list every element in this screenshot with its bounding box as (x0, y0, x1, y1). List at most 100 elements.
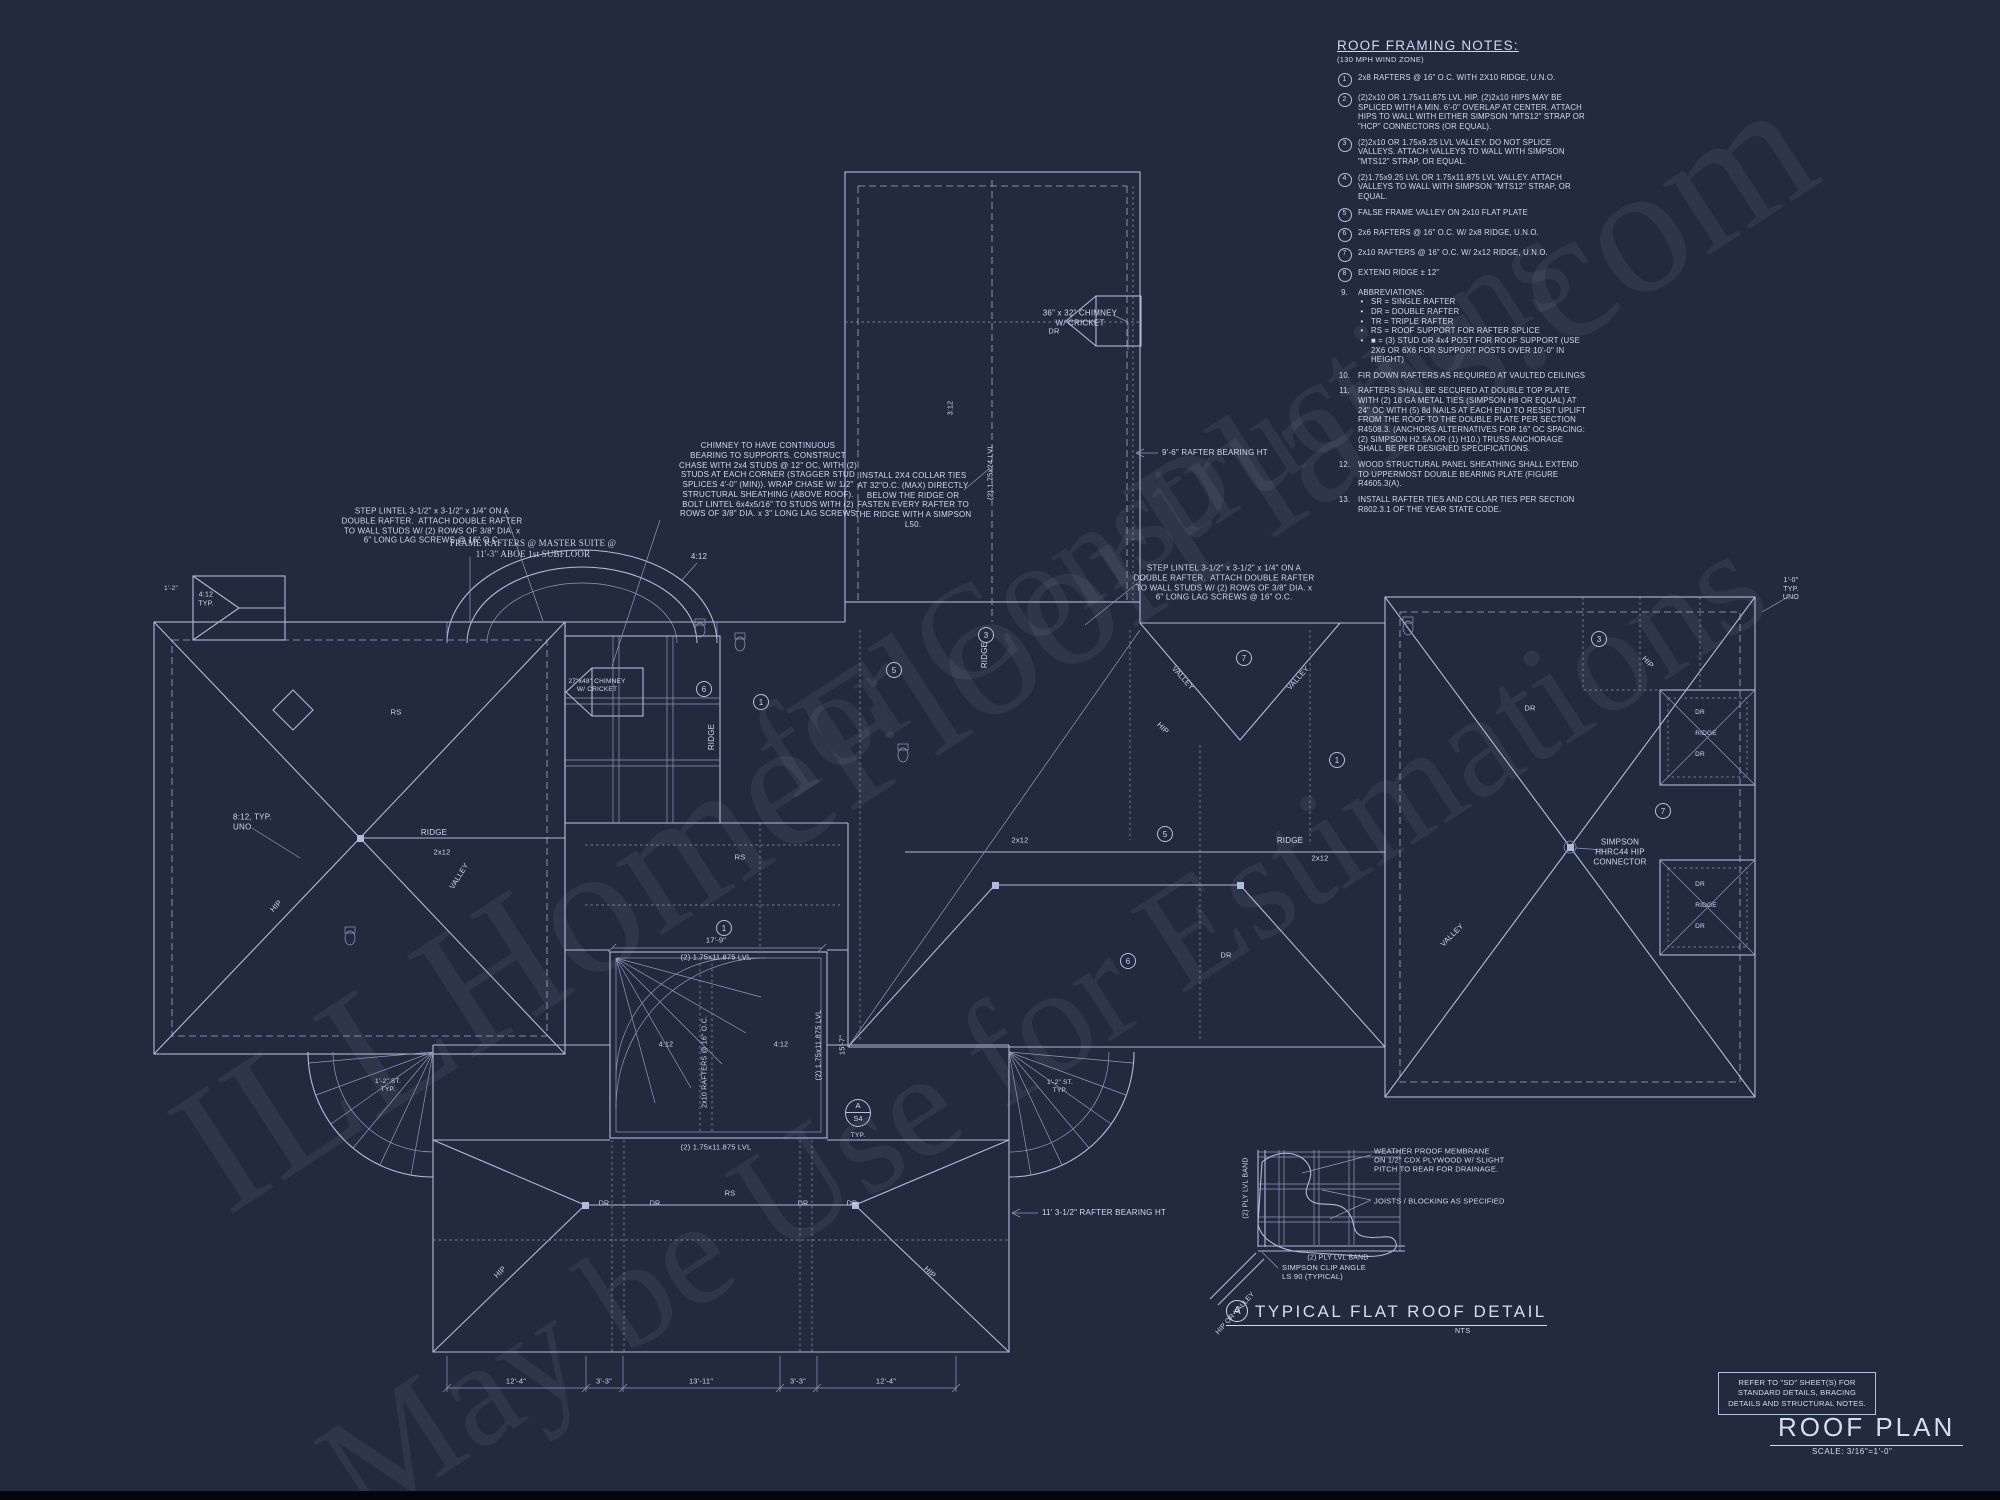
label-typ-st-right: 1'-2" ST. TYP. (1047, 1079, 1073, 1094)
keynote-ref-6: 6 (1120, 953, 1136, 969)
detail-marker-sheet: S4 (853, 1114, 863, 1123)
keynote-ref-3: 3 (1591, 631, 1607, 647)
note-step-lintel-left: STEP LINTEL 3-1/2" x 3-1/2" x 1/4" ON A … (341, 506, 523, 545)
label-pitch-312: 3:12 (947, 400, 955, 416)
det-band-left: (2) PLY LVL BAND (1242, 1157, 1250, 1219)
label-pitch-412-flat-l: 4:12 (658, 1041, 674, 1049)
label-dr-box2b: DR (1695, 923, 1705, 931)
dim-12-4-b: 12'-4" (875, 1376, 897, 1386)
label-dr-mid2: DR (1220, 950, 1232, 960)
label-dr-bot3: DR (797, 1200, 809, 1208)
detail-title-text: TYPICAL FLAT ROOF DETAIL (1255, 1302, 1547, 1321)
label-ridge-grid: RIDGE (707, 723, 717, 751)
roof-support-posts (357, 835, 1574, 1209)
label-rs-2: RS (734, 852, 746, 862)
label-hip-2: HIP (1640, 654, 1656, 670)
skylight-grid (564, 635, 721, 824)
framing-notes-subtitle: (130 MPH WIND ZONE) (1337, 55, 1424, 64)
note-step-lintel-right: STEP LINTEL 3-1/2" x 3-1/2" x 1/4" ON A … (1133, 563, 1315, 602)
label-pitch-412-left: 4:12 TYP. (198, 591, 214, 607)
flat-roof-hatch-area (607, 943, 828, 1139)
label-dr-chimney: DR (1048, 326, 1060, 336)
stair-fan-left (307, 1051, 434, 1178)
detail-marker-letter: A (846, 1100, 870, 1113)
keynote-ref-7: 7 (1236, 650, 1252, 666)
label-2x12-mid: 2x12 (1011, 835, 1029, 845)
label-hip-1: HIP (1155, 720, 1171, 736)
label-dr-box2a: DR (1695, 881, 1705, 889)
keynote-ref-1: 1 (716, 920, 732, 936)
det-band-bottom: (2) PLY LVL BAND (1307, 1254, 1369, 1262)
sheet-scale: SCALE: 3/16"=1'-0" (1812, 1447, 1893, 1456)
detail-scale-note: NTS (1455, 1328, 1471, 1335)
label-ridge-mid: RIDGE (1276, 836, 1304, 846)
label-dr-bot4: DR (846, 1200, 858, 1208)
label-rafters-2x10: 2x10 RAFTERS @ 16" O.C. (701, 1016, 709, 1108)
det-joists-note: JOISTS / BLOCKING AS SPECIFIED (1374, 1196, 1505, 1206)
entry-arch-roof (446, 549, 718, 644)
label-valley-3: VALLEY (1284, 664, 1311, 692)
keynote-ref-1: 1 (1329, 752, 1345, 768)
framing-note-item: 10.FIR DOWN RAFTERS AS REQUIRED AT VAULT… (1338, 370, 1586, 380)
label-2x12-right: 2x12 (1311, 853, 1329, 863)
label-lvl-bottom: (2) 1.75x11.875 LVL (680, 1142, 752, 1152)
label-hip-3: HIP (268, 898, 284, 914)
framing-note-item: 11.RAFTERS SHALL BE SECURED AT DOUBLE TO… (1339, 386, 1586, 454)
label-pitch-812: 8:12, TYP. UNO (233, 812, 272, 831)
dim-3-3-a: 3'-3" (596, 1376, 612, 1386)
label-valley-2: VALLEY (1170, 664, 1197, 692)
label-dr-box1b: DR (1695, 751, 1705, 759)
label-pitch-412-arch: 4:12 (690, 552, 708, 562)
dim-17-9: 17'-9" (705, 935, 727, 945)
bottom-wing-roof (432, 1045, 1010, 1393)
label-rafter-bearing-96: 9'-6" RAFTER BEARING HT (1162, 448, 1268, 458)
framing-note-item: 2(2)2x10 OR 1.75x11.875 LVL HIP. (2)2x10… (1337, 93, 1589, 132)
label-typ-st-left: 1'-2" ST. TYP. (375, 1078, 401, 1093)
sd-reference-box: REFER TO "SD" SHEET(S) FOR STANDARD DETA… (1718, 1372, 1876, 1415)
flat-roof-detail-title: A TYPICAL FLAT ROOF DETAIL (1226, 1300, 1547, 1326)
label-chimney-36x32: 36" x 32" CHIMNEY W/ CRICKET (1042, 308, 1118, 327)
framing-note-item: 12.WOOD STRUCTURAL PANEL SHEATHING SHALL… (1338, 460, 1579, 489)
label-ridge-box2: RIDGE (1695, 902, 1717, 910)
keynote-ref-1: 1 (753, 694, 769, 710)
label-typ-uno-right: 1'-0" TYP. UNO (1782, 577, 1800, 602)
dim-3-3-b: 3'-3" (790, 1376, 806, 1386)
label-simpson-hip-connector: SIMPSON HHRC44 HIP CONNECTOR (1593, 837, 1647, 866)
note-chimney-chase: CHIMNEY TO HAVE CONTINUOUS BEARING TO SU… (679, 441, 857, 519)
sheet-title: ROOF PLAN (1770, 1412, 1964, 1446)
framing-notes-title: ROOF FRAMING NOTES: (1337, 38, 1519, 53)
label-2x12-left: 2x12 (433, 847, 451, 857)
label-hip-4: HIP (492, 1264, 508, 1280)
dim-1-2-left: 1'-2" (164, 585, 178, 593)
detail-marker-a-s4: A S4 (845, 1099, 871, 1127)
dim-15-7: 15'-7" (837, 1034, 847, 1056)
dim-12-4-a: 12'-4" (505, 1376, 527, 1386)
center-body (154, 621, 1009, 1047)
framing-note-item: 9.ABBREVIATIONS:•SR = SINGLE RAFTER•DR =… (1341, 287, 1580, 365)
det-weather-note: WEATHER PROOF MEMBRANE ON 1/2" CDX PLYWO… (1374, 1146, 1505, 1174)
label-rafter-bearing-113: 11' 3-1/2" RAFTER BEARING HT (1042, 1208, 1167, 1218)
label-dr-bot1: DR (598, 1200, 610, 1208)
framing-note-item: 3(2)2x10 OR 1.75x9.25 LVL VALLEY. DO NOT… (1337, 137, 1589, 167)
framing-note-item: 13.INSTALL RAFTER TIES AND COLLAR TIES P… (1338, 495, 1575, 514)
keynote-ref-6: 6 (696, 681, 712, 697)
label-rs-1: RS (390, 707, 402, 717)
top-tall-section (844, 171, 1142, 623)
keynote-ref-5: 5 (1157, 826, 1173, 842)
note-frame-rafters: FRAME RAFTERS @ MASTER SUITE @ 11'-3" AB… (449, 538, 617, 559)
label-dr-mid: DR (1524, 703, 1536, 713)
label-ridge-left-wing: RIDGE (420, 828, 448, 838)
roof-framing-notes: ROOF FRAMING NOTES: (130 MPH WIND ZONE) … (1337, 38, 1589, 520)
label-lvl-right: (2) 1.75x11.875 LVL (813, 1009, 823, 1081)
keynote-ref-7: 7 (1655, 803, 1671, 819)
dim-13-11: 13'-11" (688, 1376, 714, 1386)
plumbing-fixtures (344, 616, 1414, 946)
right-wing-roof (1384, 596, 1756, 1098)
label-pitch-412-flat-r: 4:12 (773, 1041, 789, 1049)
